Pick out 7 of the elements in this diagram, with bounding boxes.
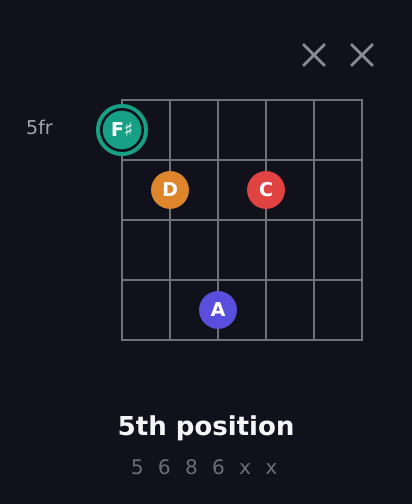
fret-numbers: 5 6 8 6 x x: [130, 455, 282, 479]
chord-title: 5th position: [118, 412, 294, 442]
fret-position-label: 5fr: [26, 117, 53, 139]
note-marker: A: [199, 291, 237, 329]
root-note-marker: F♯: [96, 104, 148, 156]
note-marker: C: [247, 171, 285, 209]
note-marker: D: [151, 171, 189, 209]
